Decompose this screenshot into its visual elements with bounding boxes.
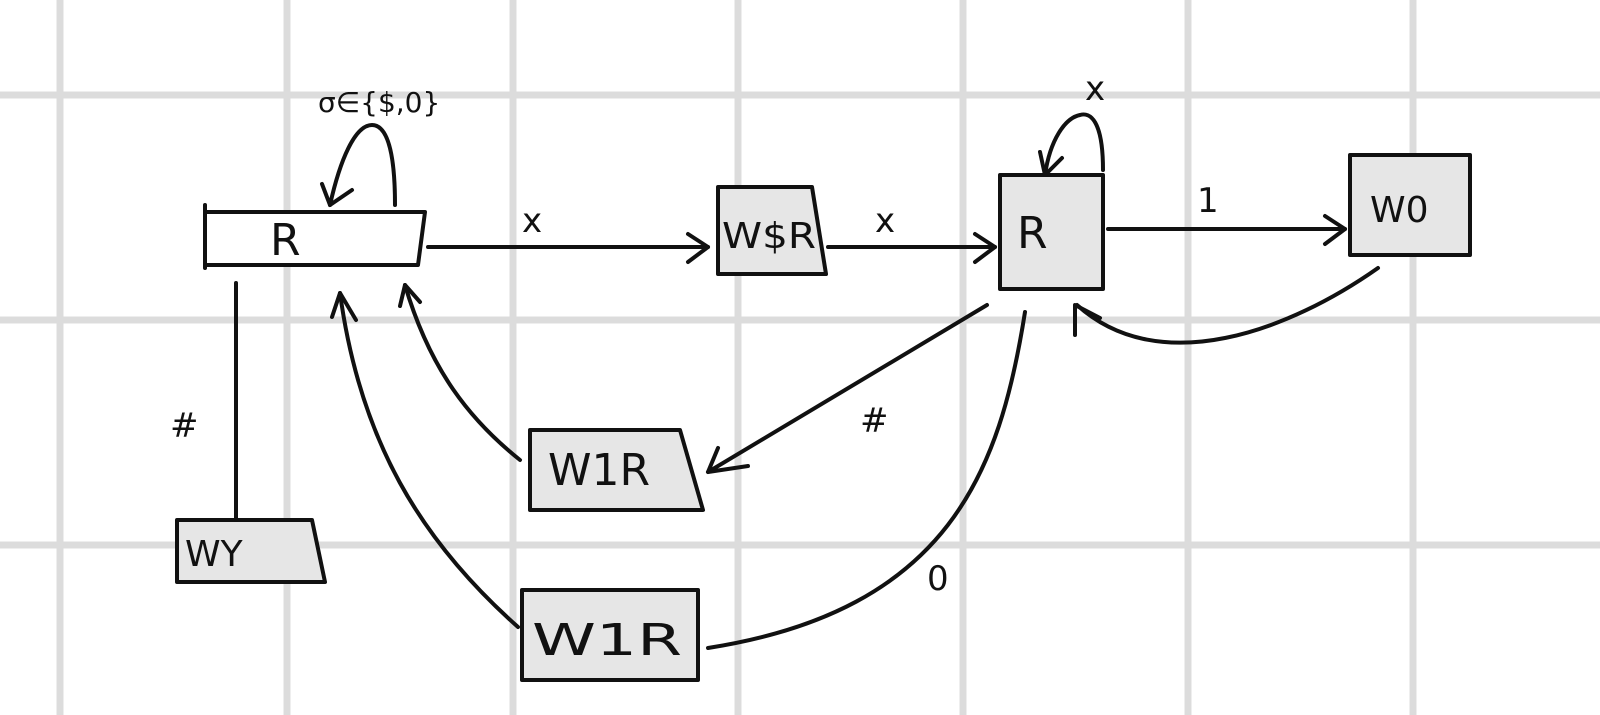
node-start-label: R	[270, 215, 301, 266]
node-start[interactable]: R	[203, 203, 427, 270]
node-write-zero[interactable]: W0	[1348, 153, 1472, 257]
edge-middle-to-wone-upper[interactable]: #	[706, 303, 989, 474]
node-write-one-upper[interactable]: W1R	[528, 428, 705, 512]
node-write-dollar-label: W$R	[722, 216, 816, 257]
edge-wone-upper-to-start[interactable]	[398, 283, 522, 462]
node-middle[interactable]: R	[998, 173, 1105, 291]
edge-start-to-wy-label: #	[170, 406, 199, 446]
node-write-one-lower-label: W1R	[532, 615, 682, 666]
edge-start-to-wdollar[interactable]: x	[426, 201, 710, 264]
edge-middle-loop-label: x	[1085, 69, 1105, 109]
node-write-zero-label: W0	[1370, 190, 1429, 231]
edge-start-to-wdollar-label: x	[522, 201, 542, 241]
edge-start-loop-label: σ∈{$,0}	[318, 86, 440, 119]
edge-middle-to-wone-lower-label: 0	[927, 559, 949, 599]
node-write-y[interactable]: WY	[175, 518, 327, 584]
edge-wzero-to-middle[interactable]	[1073, 266, 1380, 345]
edge-middle-to-wzero[interactable]: 1	[1106, 181, 1347, 246]
edge-middle-loop[interactable]: x	[1038, 69, 1105, 177]
node-write-y-label: WY	[185, 534, 244, 575]
edge-middle-to-wone-lower[interactable]: 0	[706, 310, 1027, 650]
node-write-one-upper-label: W1R	[548, 445, 650, 496]
edge-wdollar-to-middle-label: x	[875, 201, 895, 241]
edge-wdollar-to-middle[interactable]: x	[826, 201, 997, 264]
edge-wone-lower-to-start[interactable]	[330, 291, 520, 629]
node-write-dollar[interactable]: W$R	[716, 185, 828, 276]
edge-start-to-wy[interactable]: #	[170, 281, 238, 522]
edge-middle-to-wzero-label: 1	[1197, 181, 1219, 221]
node-middle-label: R	[1017, 208, 1048, 259]
node-write-one-lower[interactable]: W1R	[520, 588, 700, 682]
edge-start-loop[interactable]: σ∈{$,0}	[318, 86, 440, 207]
edge-middle-to-wone-upper-label: #	[860, 401, 889, 441]
